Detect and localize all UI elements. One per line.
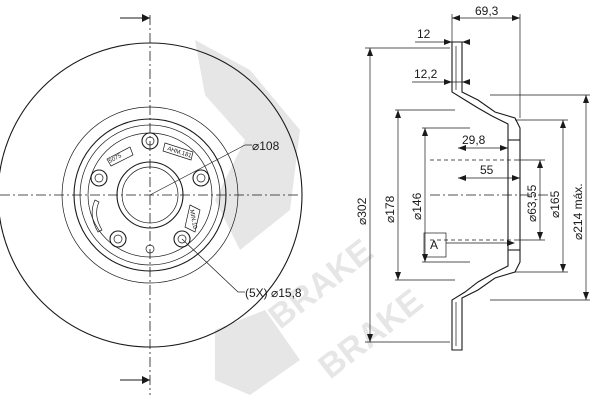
dim-12-text: 12: [417, 27, 431, 41]
arrow-69-3-right: [512, 15, 520, 21]
arrow-55-right: [512, 175, 520, 181]
arrow-29-8-right: [500, 145, 508, 151]
bolt-hole-4-inner: [113, 234, 123, 244]
arrow-146-top: [422, 128, 428, 136]
dim-165-text: ⌀165: [548, 190, 562, 218]
dim-302-text: ⌀302: [355, 197, 369, 225]
bolt-circle-dimension: ⌀108: [252, 139, 280, 153]
arrow-12-right: [462, 39, 470, 45]
disc-section-profile: [451, 41, 521, 351]
arrow-302-bottom: [367, 334, 373, 342]
watermark-logo-shape-2: [215, 310, 300, 395]
arrow-63-55-top: [537, 160, 543, 168]
section-view: ⌀302 ⌀178 ⌀146 ⌀63,55 ⌀165 ⌀214 máx.: [355, 4, 590, 351]
bolt-hole-leader: [181, 238, 239, 293]
arrow-178-top: [395, 110, 401, 118]
bolt-hole-3-inner: [177, 234, 187, 244]
bolt-circle-leader: [149, 144, 246, 196]
dim-146-text: ⌀146: [410, 192, 424, 220]
bolt-hole-dimension: (5X) ⌀15,8: [245, 286, 302, 300]
bolt-hole-3: [173, 230, 191, 248]
arrow-12-2-right: [462, 79, 470, 85]
right-stamp-box: [184, 204, 201, 233]
section-label-text: A: [430, 238, 438, 252]
dim-12-2-text: 12,2: [414, 67, 438, 81]
dim-29-8-text: 29,8: [462, 133, 486, 147]
bolt-hole-5: [90, 169, 108, 187]
arrow-63-55-bottom: [537, 232, 543, 240]
arrow-69-3-left: [452, 15, 460, 21]
stamp-1-text: 5075: [108, 153, 123, 165]
bolt-hole-4: [109, 230, 127, 248]
dim-69-3-text: 69,3: [475, 4, 499, 18]
dim-63-55-text: ⌀63,55: [525, 184, 539, 222]
arrow-146-bottom: [422, 254, 428, 262]
arrow-29-8-left: [458, 145, 466, 151]
arrow-178-bottom: [395, 272, 401, 280]
arrow-214-top: [583, 95, 589, 103]
bolt-hole-2-inner: [196, 173, 206, 183]
bolt-hole-2: [192, 169, 210, 187]
arrow-214-bottom: [583, 292, 589, 300]
arrow-55-left: [458, 175, 466, 181]
arrow-12-2-left: [444, 79, 452, 85]
section-label-arrow: [507, 240, 515, 246]
front-view: 5075 AHM.181 MIN.10 ⌀108 (5X) ⌀15,8: [0, 14, 303, 395]
section-arrow-top: [142, 14, 150, 22]
stamp-3-text: MIN.10: [188, 209, 197, 230]
top-left-stamp-box: [106, 146, 134, 167]
arrow-165-top: [560, 120, 566, 128]
dim-214-text: ⌀214 máx.: [571, 183, 585, 240]
stamp-2-text: AHM.181: [166, 146, 192, 160]
top-right-stamp-box: [162, 142, 194, 161]
bolt-hole-5-inner: [94, 173, 104, 183]
section-label-box: [423, 232, 447, 258]
dim-178-text: ⌀178: [383, 195, 397, 223]
left-slot: [91, 199, 103, 233]
dim-55-text: 55: [480, 163, 494, 177]
arrow-165-bottom: [560, 264, 566, 272]
arrow-302-top: [367, 48, 373, 56]
section-arrow-bottom: [142, 376, 150, 384]
arrow-12-left: [444, 39, 452, 45]
